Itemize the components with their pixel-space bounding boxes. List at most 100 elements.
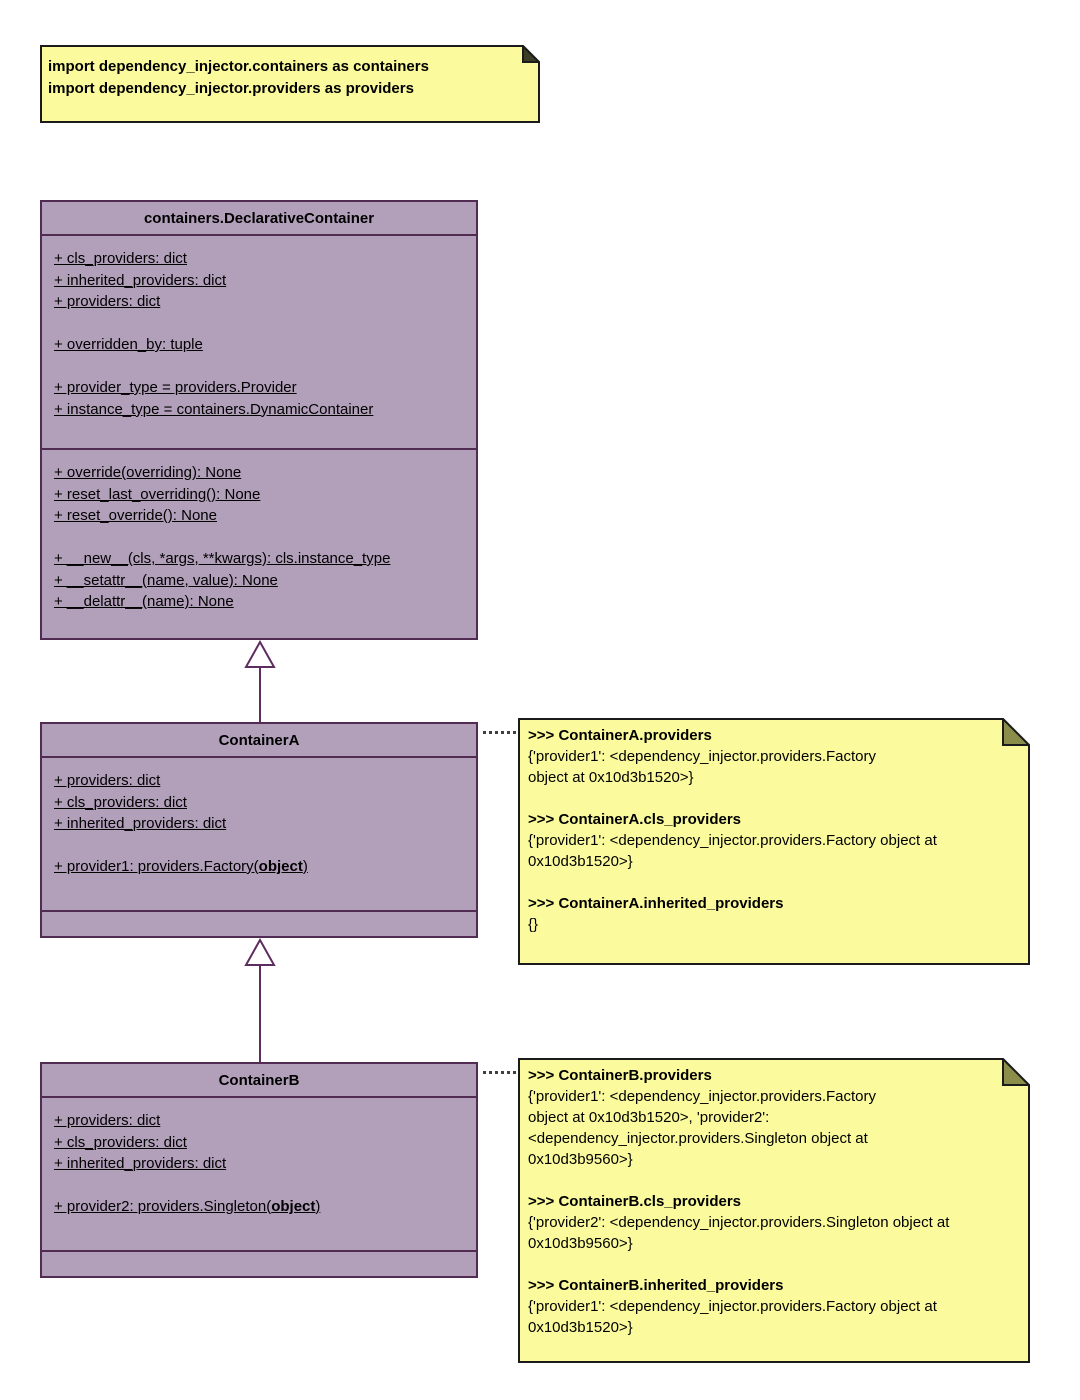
member-text: + override(overriding): None bbox=[54, 464, 241, 481]
note-outline bbox=[518, 718, 1030, 965]
class-member bbox=[54, 1175, 464, 1197]
import-line: import dependency_injector.containers as… bbox=[48, 58, 429, 75]
member-text-segment: + instance_type = containers.DynamicCont… bbox=[54, 400, 374, 418]
member-text: + reset_last_overriding(): None bbox=[54, 486, 260, 503]
note-paper bbox=[40, 45, 540, 123]
class-attributes: + cls_providers: dict + inherited_provide… bbox=[42, 236, 476, 448]
class-declarative-container: containers.DeclarativeContainer + cls_pr… bbox=[40, 200, 478, 640]
member-text: + overridden_by: tuple bbox=[54, 336, 203, 353]
class-member: + provider2: providers.Singleton(object) bbox=[54, 1196, 464, 1218]
member-text-bold: object bbox=[271, 1198, 316, 1215]
note-outline bbox=[518, 1058, 1030, 1363]
class-member bbox=[54, 527, 464, 549]
member-text-segment: + inherited_providers: dict bbox=[54, 271, 227, 289]
inheritance-triangle-icon bbox=[244, 640, 276, 668]
note-connector bbox=[483, 731, 516, 734]
member-text-segment: + cls_providers: dict bbox=[54, 250, 187, 267]
member-text: + providers: dict bbox=[54, 293, 160, 310]
class-member: + cls_providers: dict bbox=[54, 1132, 464, 1154]
console-block: >>> ContainerA.providers {'provider1': <… bbox=[528, 725, 1022, 788]
console-block: >>> ContainerA.inherited_providers {} bbox=[528, 893, 1022, 935]
class-member bbox=[54, 313, 464, 335]
class-member: + provider1: providers.Factory(object) bbox=[54, 856, 464, 878]
member-text-segment: ) bbox=[315, 1198, 321, 1215]
class-member: + instance_type = containers.DynamicCont… bbox=[54, 399, 464, 421]
member-text-segment: + __delattr__(name): None bbox=[54, 593, 234, 610]
member-text-segment: + inherited_providers: dict bbox=[54, 1155, 227, 1172]
console-note-container-b: >>> ContainerB.providers {'provider1': <… bbox=[518, 1058, 1030, 1363]
class-member: + __delattr__(name): None bbox=[54, 591, 464, 613]
console-block: >>> ContainerB.providers {'provider1': <… bbox=[528, 1065, 1022, 1170]
member-text-segment: + cls_providers: dict bbox=[54, 793, 187, 811]
class-member: + reset_override(): None bbox=[54, 505, 464, 527]
member-text: + providers: dict bbox=[54, 1112, 160, 1129]
class-attributes: + providers: dict + cls_providers: dict + … bbox=[42, 758, 476, 910]
member-text-segment: + __new__(cls, *args, **kwargs): cls.ins… bbox=[54, 550, 391, 567]
note-outline bbox=[40, 45, 540, 123]
inheritance-triangle-icon bbox=[244, 938, 276, 966]
member-text-segment: + providers: dict bbox=[54, 772, 161, 789]
member-text: + cls_providers: dict bbox=[54, 250, 187, 267]
console-block: >>> ContainerB.cls_providers {'provider2… bbox=[528, 1191, 1022, 1254]
console-output: {} bbox=[528, 916, 539, 933]
class-member: + provider_type = providers.Provider bbox=[54, 377, 464, 399]
console-command: >>> ContainerB.inherited_providers bbox=[528, 1277, 784, 1294]
member-text-bold: object bbox=[258, 858, 303, 875]
member-text-segment: + providers: dict bbox=[54, 293, 161, 310]
note-fold-icon bbox=[1002, 718, 1030, 746]
class-member: + __new__(cls, *args, **kwargs): cls.ins… bbox=[54, 548, 464, 570]
console-command: >>> ContainerA.providers bbox=[528, 727, 712, 744]
member-text: + __new__(cls, *args, **kwargs): cls.ins… bbox=[54, 550, 390, 567]
console-output: {'provider1': <dependency_injector.provi… bbox=[528, 832, 937, 870]
member-text: + __setattr__(name, value): None bbox=[54, 572, 278, 589]
class-member: + cls_providers: dict bbox=[54, 792, 464, 814]
note-connector bbox=[483, 1071, 516, 1074]
member-text: + __delattr__(name): None bbox=[54, 593, 234, 610]
class-methods-empty bbox=[42, 1250, 476, 1276]
import-note: import dependency_injector.containers as… bbox=[40, 45, 540, 123]
member-text-segment: + provider_type = providers.Provider bbox=[54, 379, 297, 396]
class-member: + providers: dict bbox=[54, 1110, 464, 1132]
console-output: {'provider2': <dependency_injector.provi… bbox=[528, 1214, 950, 1252]
member-text: + reset_override(): None bbox=[54, 507, 217, 524]
note-fold-icon bbox=[522, 45, 540, 63]
member-text-segment: + provider2: providers.Singleton( bbox=[54, 1198, 272, 1215]
class-member: + inherited_providers: dict bbox=[54, 813, 464, 835]
class-methods: + override(overriding): None + reset_last… bbox=[42, 448, 476, 638]
console-command: >>> ContainerA.cls_providers bbox=[528, 811, 742, 828]
member-text: + provider_type = providers.Provider bbox=[54, 379, 297, 396]
member-text: + cls_providers: dict bbox=[54, 1134, 187, 1151]
class-title: containers.DeclarativeContainer bbox=[42, 202, 476, 236]
console-output: {'provider1': <dependency_injector.provi… bbox=[528, 748, 877, 786]
console-block: >>> ContainerB.inherited_providers {'pro… bbox=[528, 1275, 1022, 1338]
member-text-segment: + providers: dict bbox=[54, 1112, 161, 1129]
member-text-segment: + reset_last_overriding(): None bbox=[54, 485, 261, 503]
console-command: >>> ContainerB.providers bbox=[528, 1067, 712, 1084]
class-title: ContainerA bbox=[42, 724, 476, 758]
class-member: + inherited_providers: dict bbox=[54, 1153, 464, 1175]
member-text-segment: + inherited_providers: dict bbox=[54, 815, 227, 832]
member-text-segment: + overridden_by: tuple bbox=[54, 336, 203, 353]
console-note-container-a: >>> ContainerA.providers {'provider1': <… bbox=[518, 718, 1030, 965]
member-text-segment: + reset_override(): None bbox=[54, 507, 217, 524]
class-member: + override(overriding): None bbox=[54, 462, 464, 484]
member-text-segment: + cls_providers: dict bbox=[54, 1133, 187, 1151]
console-command: >>> ContainerB.cls_providers bbox=[528, 1193, 742, 1210]
member-text: + inherited_providers: dict bbox=[54, 815, 226, 832]
inheritance-arrow bbox=[244, 938, 276, 1062]
class-title: ContainerB bbox=[42, 1064, 476, 1098]
class-member: + overridden_by: tuple bbox=[54, 334, 464, 356]
console-output: {'provider1': <dependency_injector.provi… bbox=[528, 1298, 937, 1336]
console-block: >>> ContainerA.cls_providers {'provider1… bbox=[528, 809, 1022, 872]
import-note-text: import dependency_injector.containers as… bbox=[48, 56, 532, 99]
member-text: + provider2: providers.Singleton(object) bbox=[54, 1198, 320, 1215]
console-note-text: >>> ContainerB.providers {'provider1': <… bbox=[528, 1065, 1022, 1338]
console-command: >>> ContainerA.inherited_providers bbox=[528, 895, 784, 912]
member-text: + inherited_providers: dict bbox=[54, 272, 226, 289]
console-note-text: >>> ContainerA.providers {'provider1': <… bbox=[528, 725, 1022, 935]
member-text-segment: ) bbox=[302, 858, 308, 875]
class-member: + inherited_providers: dict bbox=[54, 270, 464, 292]
member-text: + provider1: providers.Factory(object) bbox=[54, 858, 308, 875]
class-member: + __setattr__(name, value): None bbox=[54, 570, 464, 592]
